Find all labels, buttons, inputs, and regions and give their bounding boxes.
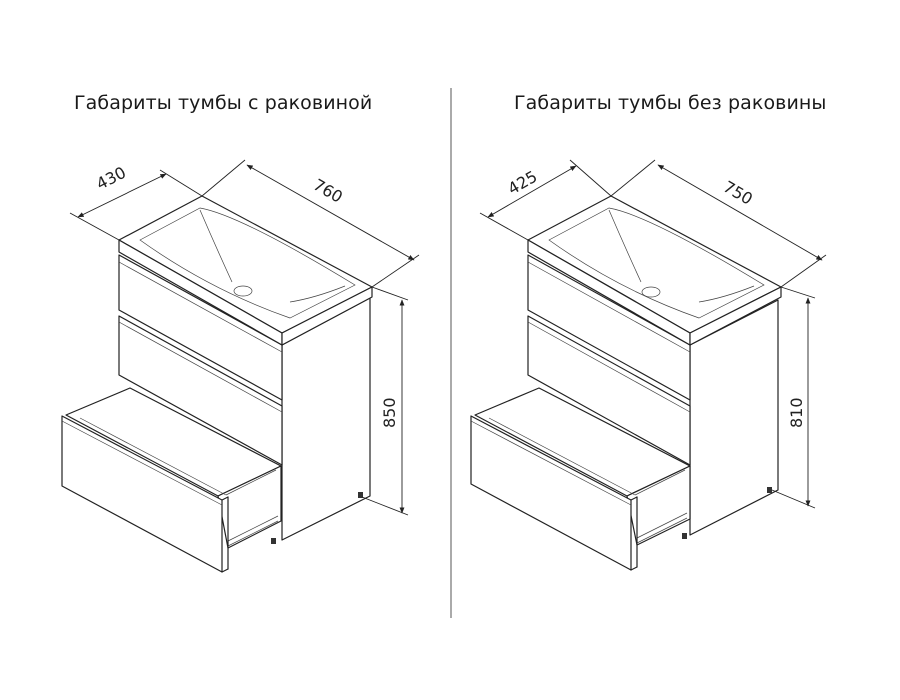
drawer-open-box-side: [626, 465, 691, 546]
cabinet-leg: [767, 487, 772, 493]
dim-depth-with-sink: 430: [93, 163, 129, 194]
drawer-top: [527, 254, 691, 401]
dim-width-with-sink: 760: [310, 175, 346, 207]
cabinet-without-sink: 425 750 810: [470, 159, 827, 571]
sink-drain: [641, 286, 661, 298]
cabinet-leg: [682, 533, 687, 539]
dim-height-with-sink: 850: [380, 397, 399, 428]
cabinet-leg: [358, 492, 363, 498]
drawer-middle: [118, 315, 283, 466]
sink-drain: [233, 285, 253, 297]
dim-height-without-sink: 810: [787, 397, 806, 428]
sink-side-edge: [689, 286, 782, 346]
sink-basin: [139, 207, 356, 319]
title-with-sink: Габариты тумбы с раковиной: [74, 92, 373, 114]
drawer-top: [118, 254, 283, 401]
dim-depth-without-sink: 425: [505, 167, 541, 199]
title-without-sink: Габариты тумбы без раковины: [514, 92, 827, 114]
cabinet-with-sink: 430 760 850: [61, 159, 420, 573]
cabinet-leg: [271, 538, 276, 544]
sink-side-edge: [281, 286, 373, 346]
sink-basin: [548, 207, 765, 319]
drawer-middle: [527, 315, 691, 466]
